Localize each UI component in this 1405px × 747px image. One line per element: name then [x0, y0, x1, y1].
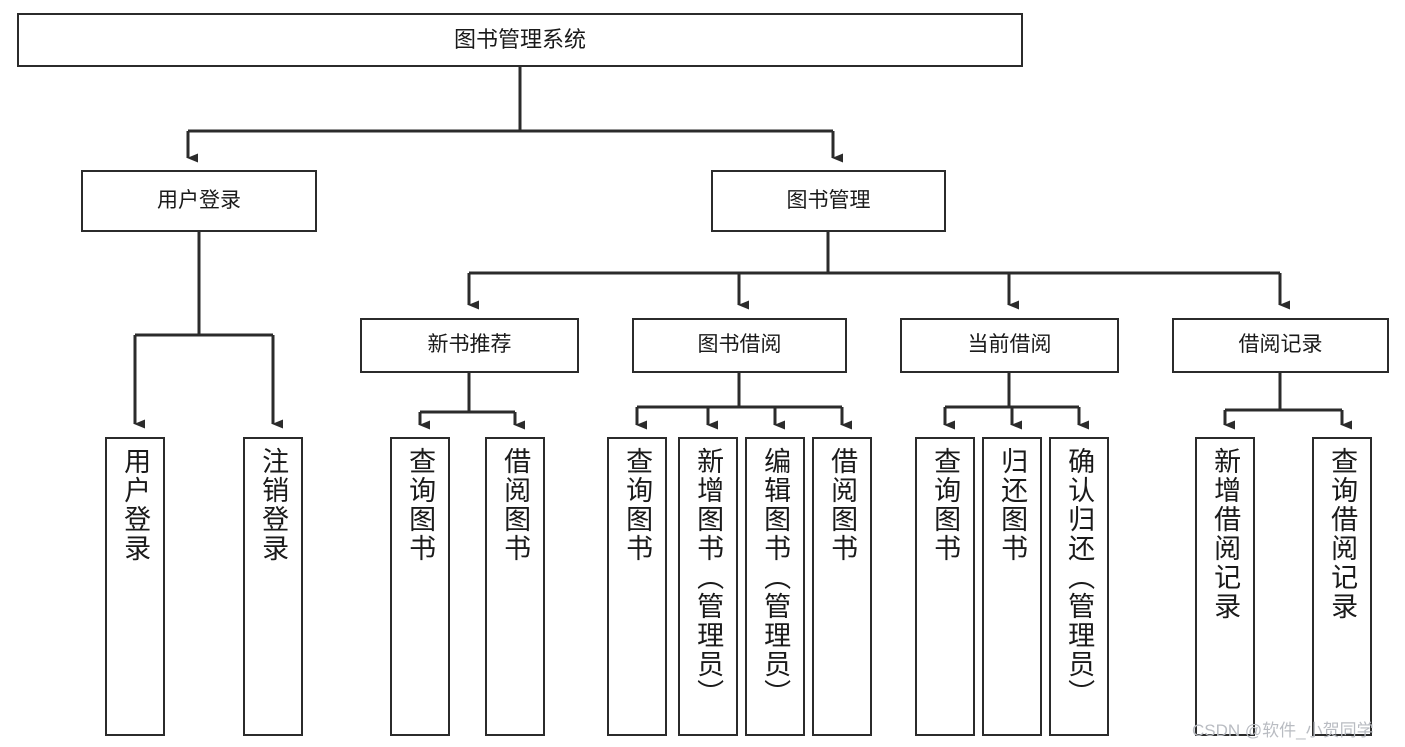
node-label: 图书管理 [786, 188, 871, 212]
node-leaf-query-book-3[interactable]: 查询图书 [915, 437, 975, 736]
node-label: 注销登录 [258, 447, 289, 563]
node-leaf-borrow-book-1[interactable]: 借阅图书 [485, 437, 545, 736]
node-label: 当前借阅 [967, 333, 1052, 357]
node-leaf-add-book[interactable]: 新增图书（管理员） [678, 437, 738, 736]
node-root-system[interactable]: 图书管理系统 [17, 13, 1023, 67]
node-new-book-recommend[interactable]: 新书推荐 [360, 318, 579, 373]
node-label: 借阅图书 [827, 447, 858, 563]
node-leaf-confirm-return[interactable]: 确认归还（管理员） [1049, 437, 1109, 736]
node-label: 用户登录 [157, 188, 241, 212]
node-label: 归还图书 [997, 447, 1028, 563]
node-label: 用户登录 [120, 447, 151, 563]
node-label: 查询借阅记录 [1327, 447, 1358, 621]
node-label: 借阅图书 [500, 447, 531, 563]
node-label: 确认归还（管理员） [1064, 447, 1095, 708]
node-leaf-query-book-1[interactable]: 查询图书 [390, 437, 450, 736]
node-leaf-logout-login[interactable]: 注销登录 [243, 437, 303, 736]
node-label: 查询图书 [622, 447, 653, 563]
node-label: 新书推荐 [427, 333, 512, 357]
node-book-borrow[interactable]: 图书借阅 [632, 318, 847, 373]
node-label: 图书借阅 [697, 333, 782, 357]
node-leaf-add-record[interactable]: 新增借阅记录 [1195, 437, 1255, 736]
node-label: 借阅记录 [1238, 333, 1323, 357]
node-leaf-query-book-2[interactable]: 查询图书 [607, 437, 667, 736]
node-user-login[interactable]: 用户登录 [81, 170, 317, 232]
node-label: 查询图书 [405, 447, 436, 563]
node-leaf-return-book[interactable]: 归还图书 [982, 437, 1042, 736]
node-label: 新增图书（管理员） [693, 447, 724, 708]
node-leaf-user-login[interactable]: 用户登录 [105, 437, 165, 736]
node-label: 编辑图书（管理员） [760, 447, 791, 708]
node-current-borrow[interactable]: 当前借阅 [900, 318, 1119, 373]
node-leaf-edit-book[interactable]: 编辑图书（管理员） [745, 437, 805, 736]
node-borrow-record[interactable]: 借阅记录 [1172, 318, 1389, 373]
node-leaf-query-record[interactable]: 查询借阅记录 [1312, 437, 1372, 736]
node-label: 查询图书 [930, 447, 961, 563]
node-book-management[interactable]: 图书管理 [711, 170, 946, 232]
node-leaf-borrow-book-2[interactable]: 借阅图书 [812, 437, 872, 736]
node-label: 新增借阅记录 [1210, 447, 1241, 621]
node-label: 图书管理系统 [453, 27, 586, 53]
